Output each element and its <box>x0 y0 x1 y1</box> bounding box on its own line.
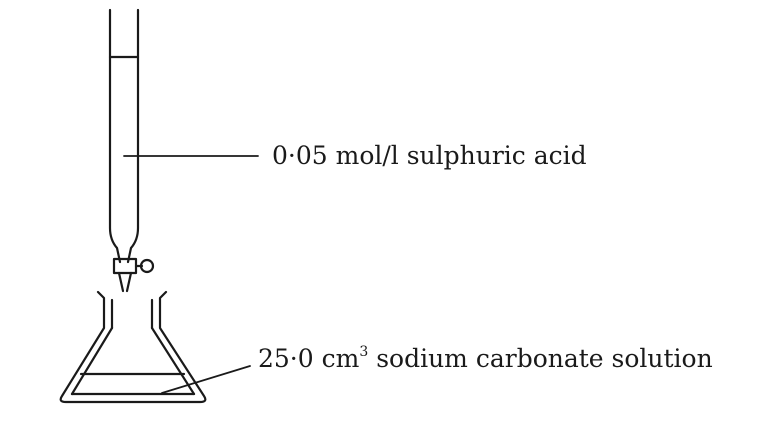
carbonate-label-volume: 25·0 cm <box>258 344 360 373</box>
flask-inner-side-right <box>150 326 196 396</box>
acid-label: 0·05 mol/l sulphuric acid <box>272 141 587 170</box>
tap-handle <box>139 258 155 274</box>
burette-right-wall <box>126 8 140 264</box>
carbonate-label-name: sodium carbonate solution <box>368 344 713 373</box>
carbonate-label-superscript: 3 <box>359 344 369 360</box>
tap-barrel <box>112 257 138 275</box>
flask-left-side <box>59 290 207 404</box>
burette-left-wall <box>108 8 122 264</box>
flask-inner-side-left <box>70 326 114 396</box>
burette <box>108 8 140 264</box>
burette-tap <box>112 257 155 275</box>
tip-right <box>125 271 133 293</box>
carbonate-label: 25·0 cm3 sodium carbonate solution <box>258 344 713 373</box>
tip-left <box>117 271 125 293</box>
conical-flask <box>59 290 207 404</box>
burette-tip <box>117 271 133 293</box>
carbonate-leader-line <box>161 365 251 394</box>
